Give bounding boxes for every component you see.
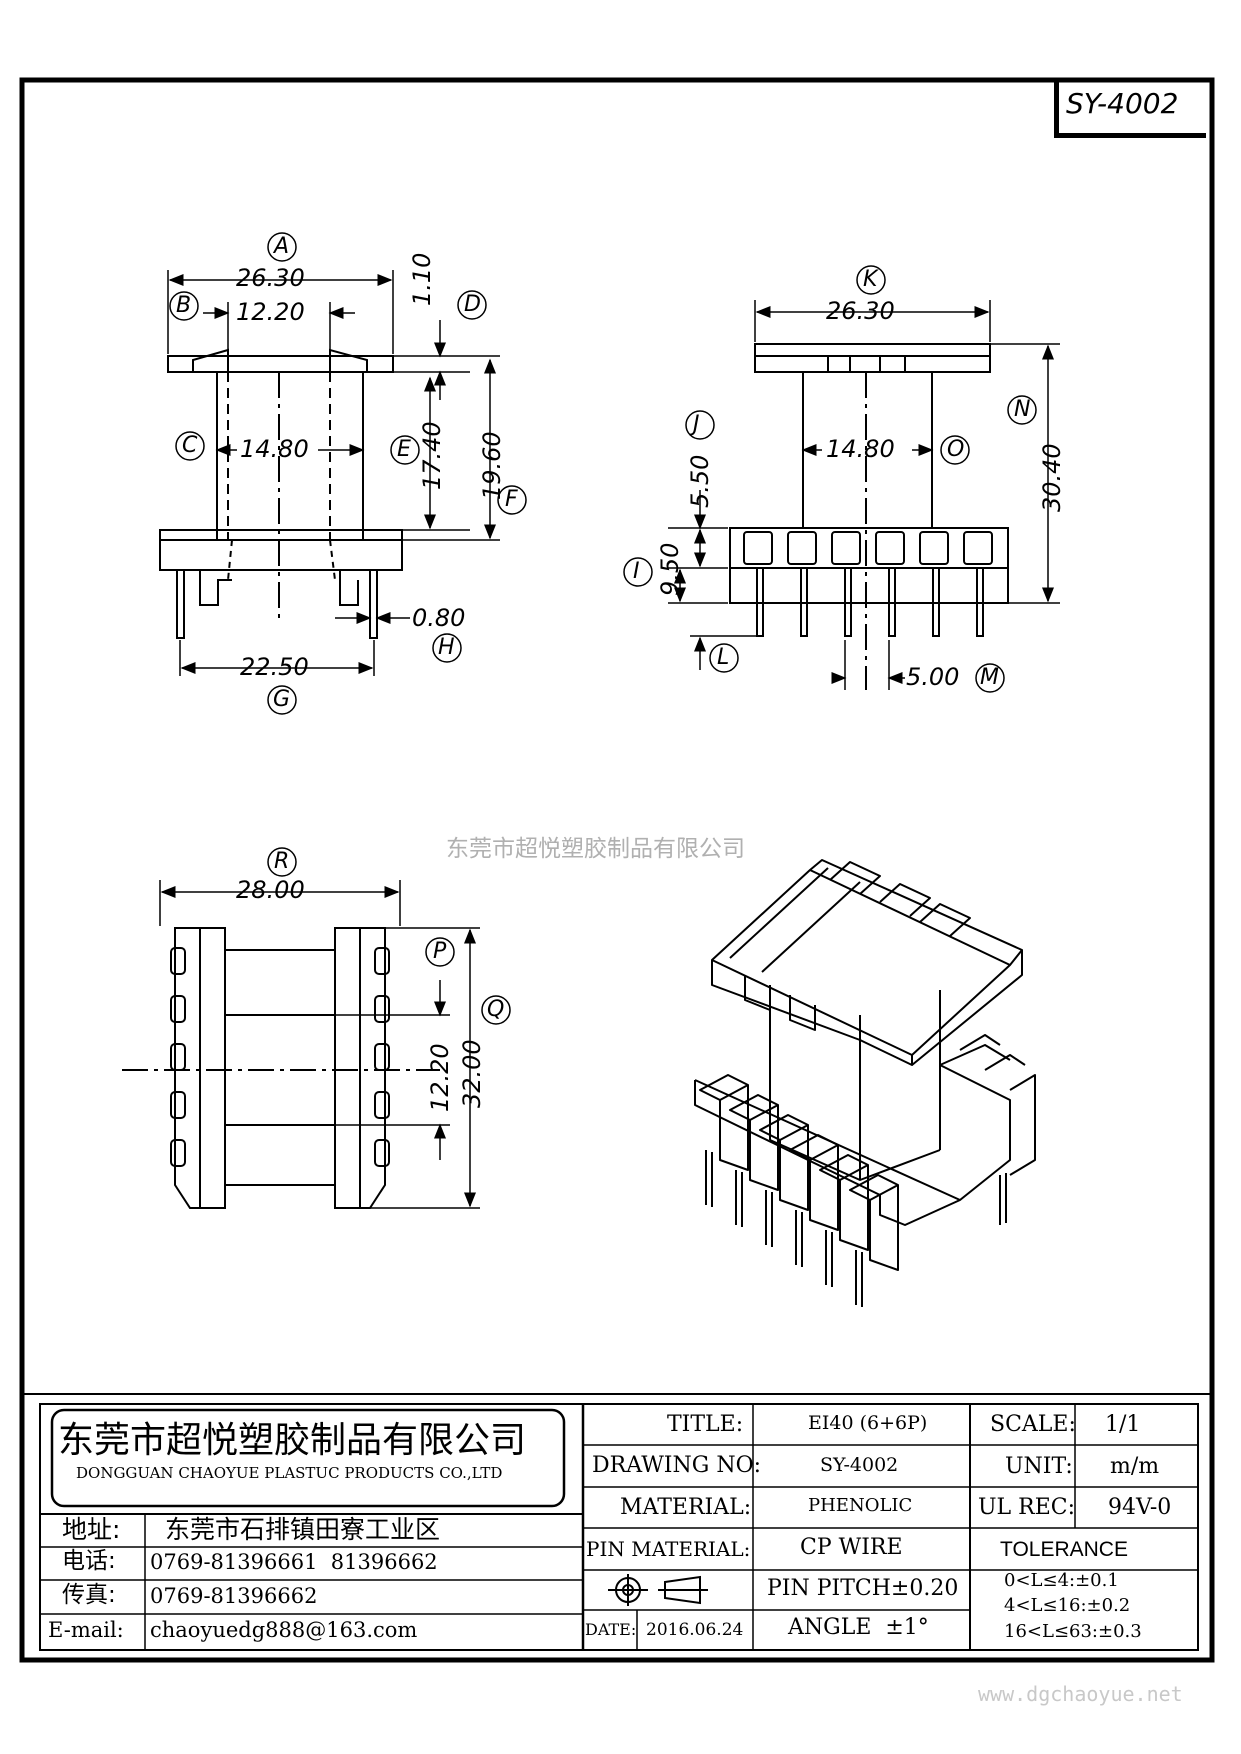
label-M: M [980, 665, 999, 690]
scale-label: SCALE: [990, 1412, 1076, 1437]
top-view [122, 880, 480, 1209]
label-J: J [693, 412, 700, 437]
label-D: D [464, 292, 481, 317]
side-pins [756, 567, 984, 637]
dim-K-value: 26.30 [826, 297, 895, 325]
company-name-cn: 东莞市超悦塑胶制品有限公司 [58, 1420, 527, 1461]
address-label: 地址: [62, 1515, 121, 1544]
date-label: DATE: [585, 1620, 637, 1639]
dim-O-value: 14.80 [826, 435, 895, 463]
dim-E-value: 17.40 [418, 421, 446, 490]
dim-G-value: 22.50 [240, 653, 309, 681]
dim-C-value: 14.80 [240, 435, 309, 463]
unit-label: UNIT: [1005, 1454, 1073, 1479]
title-value: EI40 (6+6P) [808, 1412, 928, 1434]
drawing-number-box [1054, 78, 1206, 138]
title-label: TITLE: [667, 1412, 744, 1437]
email-value[interactable]: chaoyuedg888@163.com [150, 1618, 418, 1642]
dim-M-value: 5.00 [906, 663, 960, 691]
drawing-number: SY-4002 [1066, 87, 1179, 120]
label-C: C [182, 433, 198, 458]
label-P: P [433, 939, 447, 964]
date-value: 2016.06.24 [646, 1620, 744, 1640]
label-I: I [633, 559, 640, 584]
dim-H-value: 0.80 [412, 604, 466, 632]
label-E: E [397, 437, 411, 462]
dim-D-value: 1.10 [408, 252, 436, 306]
iso-pin-blocks [699, 1074, 899, 1271]
watermark-text: 东莞市超悦塑胶制品有限公司 [446, 836, 745, 862]
label-B: B [176, 293, 192, 318]
side-view [668, 300, 1060, 690]
unit-value: m/m [1110, 1454, 1160, 1479]
drawing-no-value: SY-4002 [820, 1454, 899, 1476]
iso-pins [705, 1150, 1007, 1307]
phone-label: 电话: [62, 1548, 116, 1574]
side-dimension-arrows [674, 306, 1054, 684]
dim-I-value: 9.50 [656, 542, 684, 596]
label-R: R [274, 849, 290, 874]
fax-label: 传真: [62, 1582, 116, 1608]
dim-R-value: 28.00 [236, 876, 305, 904]
label-A: A [274, 234, 290, 259]
label-O: O [947, 437, 965, 462]
pin-material-value: CP WIRE [800, 1535, 903, 1560]
front-view [159, 270, 500, 676]
material-label: MATERIAL: [620, 1495, 752, 1520]
dim-N-value: 30.40 [1038, 443, 1066, 512]
label-N: N [1014, 397, 1031, 422]
title-block-grid [39, 1403, 1199, 1651]
dim-B-value: 12.20 [236, 298, 305, 326]
dim-J-value: 5.50 [686, 454, 714, 508]
label-Q: Q [487, 997, 505, 1022]
phone-value: 0769-81396661 81396662 [150, 1550, 438, 1574]
drawing-no-label: DRAWING NO: [592, 1453, 762, 1478]
dim-F-value: 19.60 [478, 431, 506, 500]
isometric-view [694, 859, 1036, 1307]
label-L: L [717, 645, 730, 670]
front-dimension-arrows [168, 274, 496, 674]
website-text: www.dgchaoyue.net [978, 1682, 1183, 1706]
fax-value: 0769-81396662 [150, 1584, 318, 1608]
ul-label: UL REC: [978, 1495, 1076, 1520]
tolerance-line-1: 0<L≤4:±0.1 [1004, 1570, 1119, 1591]
tolerance-label: TOLERANCE [1000, 1538, 1128, 1561]
tolerance-line-2: 4<L≤16:±0.2 [1004, 1595, 1131, 1616]
top-dimension-arrows [160, 886, 476, 1208]
label-G: G [273, 687, 291, 712]
scale-value: 1/1 [1105, 1412, 1141, 1437]
material-value: PHENOLIC [808, 1495, 913, 1516]
company-name-en: DONGGUAN CHAOYUE PLASTUC PRODUCTS CO.,LT… [76, 1464, 503, 1482]
ul-value: 94V-0 [1108, 1495, 1172, 1520]
projection-symbol-icon [608, 1574, 708, 1606]
angle-tolerance: ANGLE ±1° [788, 1615, 929, 1640]
address-value: 东莞市石排镇田寮工业区 [165, 1515, 441, 1544]
side-pin-slots [743, 531, 993, 565]
pin-material-label: PIN MATERIAL: [586, 1537, 751, 1561]
top-pin-notches [170, 947, 390, 1167]
dim-P-value: 12.20 [426, 1043, 454, 1112]
tolerance-line-3: 16<L≤63:±0.3 [1004, 1621, 1142, 1642]
label-K: K [863, 267, 878, 292]
dim-A-value: 26.30 [236, 264, 305, 292]
dim-Q-value: 32.00 [458, 1039, 486, 1108]
label-F: F [505, 487, 518, 512]
email-label: E-mail: [48, 1618, 124, 1642]
outer-frame [19, 77, 1215, 1663]
label-H: H [438, 635, 455, 660]
pin-pitch: PIN PITCH±0.20 [767, 1576, 959, 1601]
